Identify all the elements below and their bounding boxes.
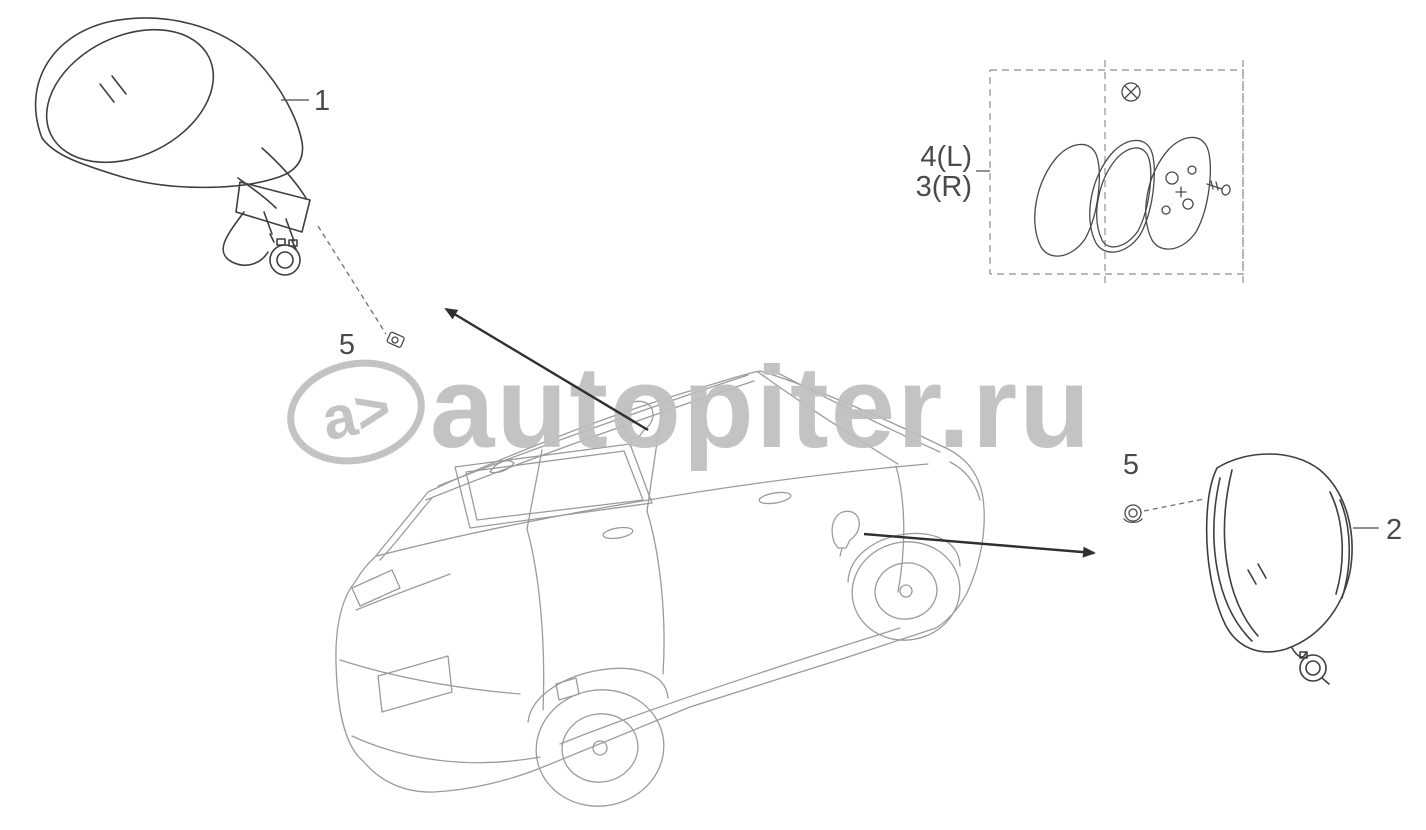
arrow-to-part2 [863,532,1096,558]
car-c-pillar [526,449,543,530]
car-outline-drawing [335,369,985,807]
car-bumper-lower [351,735,541,764]
car-front-wheel [851,541,961,641]
car-taillight-crease [355,573,451,611]
car-fuel-door [555,677,580,701]
car-front-door-handle [758,491,792,505]
car-windshield-edge [771,369,941,453]
label-part4-left: 4(L) [920,141,972,173]
part5-right-nut [1123,504,1143,523]
car-a-pillar [757,371,899,465]
car-door-split-seam [646,510,665,675]
car-silhouette [335,370,985,793]
car-rocker-line [559,627,901,745]
part2-right-mirror [1205,453,1353,685]
mirror1-arm-top [261,147,307,199]
kit-backplate [1145,136,1231,250]
kit-glass-left [1034,143,1101,257]
watermark-logo-text: a> [316,374,397,454]
car-sunroof [454,443,653,529]
kit-screw [1121,82,1141,102]
mirror1-bracket [235,181,311,233]
mirror1-glass [45,28,215,164]
part5-left-nut [386,331,405,348]
mirror2-glass-shine [1247,563,1267,585]
glass-kit-box [976,60,1244,288]
leader-part5-left [317,225,387,335]
mirror2-glass-rim [1213,477,1253,642]
watermark-site-text: autopiter.ru [430,342,1092,472]
label-part5-right: 5 [1123,449,1139,481]
watermark-logo-ellipse [287,359,425,465]
mirror2-housing [1205,453,1353,653]
car-taillight [351,569,401,607]
car-roof-rail-2 [437,374,749,487]
label-part3-right: 3(R) [916,171,972,203]
car-antenna-fin [489,460,515,474]
mirror1-housing [34,17,304,189]
car-near-mirror-mount [831,510,860,557]
car-front-door-seam [895,465,905,593]
car-rear-door-seam [526,528,545,711]
watermark: a> autopiter.ru [287,342,1092,472]
mirror2-housing-contours [1329,491,1351,599]
mirror2-glass-inner [1223,469,1259,637]
kit-glass-middle [1089,139,1156,253]
watermark-logo: a> [287,359,425,465]
car-rear-wheel-arch [527,667,669,723]
mirror1-wire [222,211,269,267]
car-roof-rail [425,380,755,501]
leader-part5-right [1143,498,1205,512]
part1-left-mirror [34,17,311,276]
kit-backplate-screw [1206,180,1223,191]
car-sunroof-inner [465,450,644,521]
car-far-mirror-mount [621,400,654,447]
car-rear-wheel [535,689,665,807]
mirror1-glass-shine [99,75,127,103]
mirror1-arm-bottom [237,177,277,209]
label-part1: 1 [314,85,330,117]
label-part5-left: 5 [339,329,355,361]
car-rear-door-handle [602,526,634,540]
kit-dashed-box [989,69,1244,275]
car-bumper-crease [339,659,521,695]
car-rear-glass-edge [379,497,433,561]
arrow-to-part1 [444,307,649,432]
car-headlight-edge [949,461,981,501]
car-beltline [376,463,929,557]
label-part2: 2 [1386,514,1402,546]
car-license-plate [377,655,453,713]
mirror2-connector [1299,651,1330,685]
mirror1-mount-pins [263,211,297,250]
car-front-wheel-arch [847,532,961,583]
car-b-pillar [646,407,663,512]
mirror1-connector [269,238,301,276]
